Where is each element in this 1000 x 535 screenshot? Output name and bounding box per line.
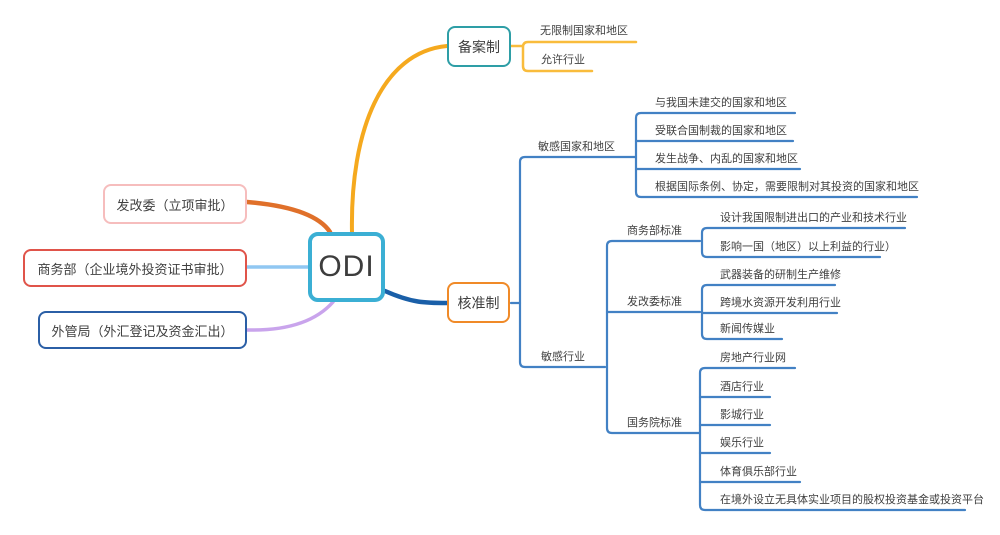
topic-region-un-sanctioned[interactable]: 受联合国制裁的国家和地区: [655, 125, 787, 137]
topic-fagaiwei[interactable]: 发改委（立项审批）: [103, 184, 247, 224]
topic-cinema-industry[interactable]: 影城行业: [720, 409, 764, 421]
connector-root-waiguanju: [245, 300, 335, 332]
connector-root-fagaiwei: [244, 199, 333, 235]
topic-entertainment-industry[interactable]: 娱乐行业: [720, 437, 764, 449]
connector-statecouncil-children: [698, 366, 967, 512]
connector-root-beianzhi: [349, 44, 449, 235]
topic-shangwubu[interactable]: 商务部（企业境外投资证书审批）: [23, 249, 247, 287]
topic-region-no-diplomatic[interactable]: 与我国未建交的国家和地区: [655, 97, 787, 109]
topic-permitted-industries[interactable]: 允许行业: [541, 54, 585, 66]
connector-sensitive-regions-bracket: [634, 111, 919, 199]
topic-hezhunzhi[interactable]: 核准制: [447, 282, 510, 323]
topic-multi-region-interest-industry[interactable]: 影响一国（地区）以上利益的行业）: [720, 241, 896, 253]
root-node-odi[interactable]: ODI: [308, 232, 385, 302]
connector-mofcom-children: [700, 226, 907, 259]
topic-overseas-equity-fund-platform[interactable]: 在境外设立无具体实业项目的股权投资基金或投资平台: [720, 494, 984, 506]
topic-unrestricted-regions[interactable]: 无限制国家和地区: [540, 25, 628, 37]
topic-news-media-industry[interactable]: 新闻传媒业: [720, 323, 775, 335]
topic-ndrc-standard[interactable]: 发改委标准: [627, 296, 682, 308]
topic-mofcom-standard[interactable]: 商务部标准: [627, 225, 682, 237]
topic-sports-club-industry[interactable]: 体育俱乐部行业: [720, 466, 797, 478]
topic-statecouncil-standard[interactable]: 国务院标准: [627, 417, 682, 429]
topic-region-treaty-restricted[interactable]: 根据国际条例、协定，需要限制对其投资的国家和地区: [655, 181, 919, 193]
topic-region-war[interactable]: 发生战争、内乱的国家和地区: [655, 153, 798, 165]
topic-sensitive-industries[interactable]: 敏感行业: [541, 351, 585, 363]
topic-export-restricted-industry[interactable]: 设计我国限制进出口的产业和技术行业: [720, 212, 907, 224]
topic-sensitive-regions[interactable]: 敏感国家和地区: [538, 141, 615, 153]
connector-root-hezhunzhi: [382, 288, 450, 306]
connector-beianzhi-children: [521, 40, 638, 73]
topic-weapons-industry[interactable]: 武器装备的研制生产维修: [720, 269, 841, 281]
topic-beianzhi[interactable]: 备案制: [447, 26, 511, 67]
connector-hezhunzhi-children: [518, 155, 638, 369]
topic-hotel-industry[interactable]: 酒店行业: [720, 381, 764, 393]
topic-waiguanju[interactable]: 外管局（外汇登记及资金汇出）: [38, 311, 247, 349]
topic-crossborder-water-industry[interactable]: 跨境水资源开发利用行业: [720, 297, 841, 309]
connector-sensitive-industries-bracket: [605, 239, 702, 435]
topic-realestate-industry[interactable]: 房地产行业网: [720, 352, 786, 364]
